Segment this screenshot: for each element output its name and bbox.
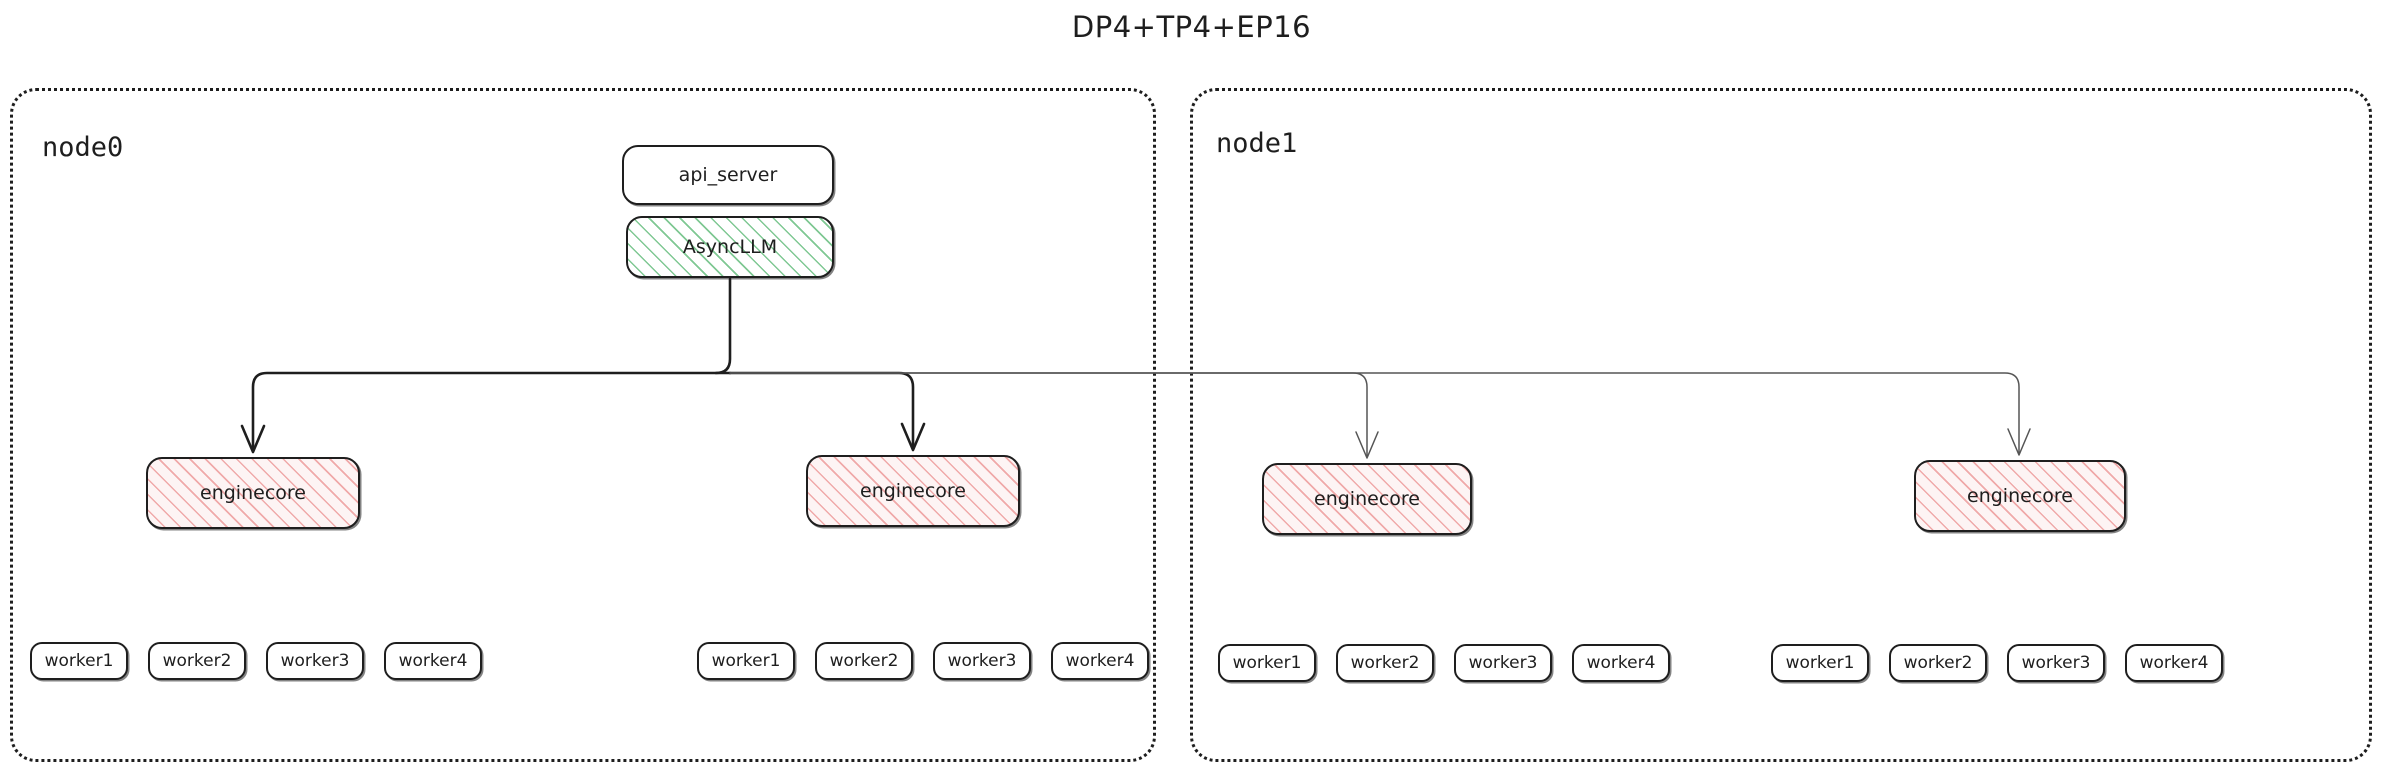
worker-box[interactable]: worker2: [148, 642, 246, 680]
api-server-box[interactable]: api_server: [622, 145, 834, 205]
worker-box[interactable]: worker4: [384, 642, 482, 680]
worker-box[interactable]: worker2: [1889, 644, 1987, 682]
enginecore-box[interactable]: enginecore: [146, 457, 360, 529]
worker-box[interactable]: worker3: [933, 642, 1031, 680]
worker-box[interactable]: worker3: [2007, 644, 2105, 682]
worker-box[interactable]: worker3: [1454, 644, 1552, 682]
worker-box[interactable]: worker1: [1218, 644, 1316, 682]
enginecore-box[interactable]: enginecore: [1914, 460, 2126, 532]
worker-box[interactable]: worker1: [1771, 644, 1869, 682]
worker-box[interactable]: worker1: [30, 642, 128, 680]
worker-box[interactable]: worker4: [2125, 644, 2223, 682]
worker-box[interactable]: worker2: [815, 642, 913, 680]
enginecore-box[interactable]: enginecore: [1262, 463, 1472, 535]
node-group-label-node1: node1: [1216, 128, 1298, 159]
worker-box[interactable]: worker2: [1336, 644, 1434, 682]
worker-box[interactable]: worker4: [1572, 644, 1670, 682]
async-llm-box[interactable]: AsyncLLM: [626, 216, 834, 278]
worker-box[interactable]: worker4: [1051, 642, 1149, 680]
worker-box[interactable]: worker3: [266, 642, 364, 680]
worker-box[interactable]: worker1: [697, 642, 795, 680]
enginecore-box[interactable]: enginecore: [806, 455, 1020, 527]
node-group-label-node0: node0: [42, 132, 124, 163]
page-title: DP4+TP4+EP16: [1071, 10, 1312, 44]
